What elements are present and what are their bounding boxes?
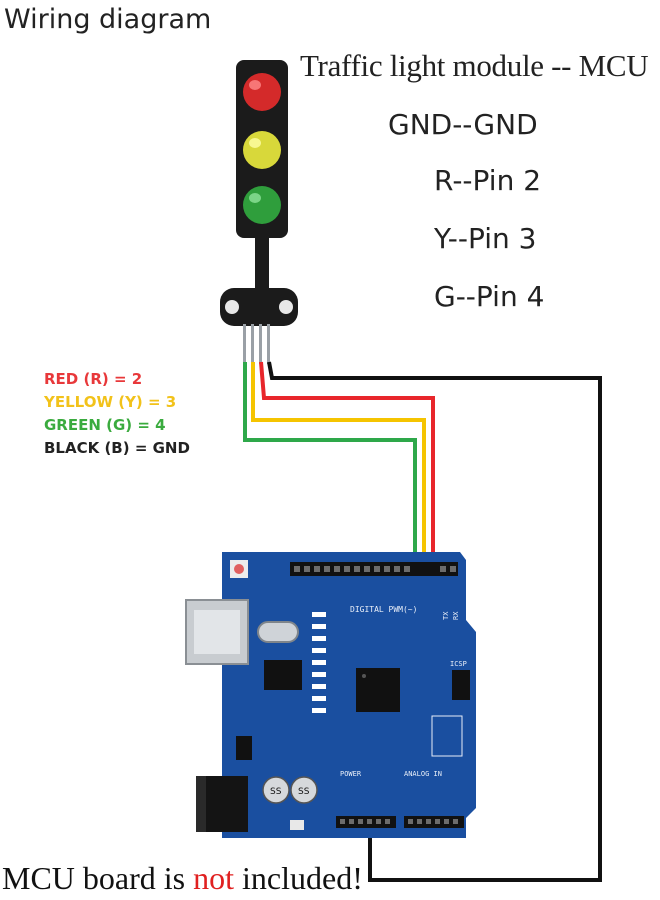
legend-red: RED (R) = 2 (44, 370, 143, 388)
analog-label: ANALOG IN (404, 770, 442, 778)
note-emphasis: not (193, 860, 234, 896)
green-wire (243, 362, 417, 560)
legend-yellow: YELLOW (Y) = 3 (44, 393, 177, 411)
svg-text:SS: SS (298, 787, 310, 797)
reset-button-icon (234, 564, 244, 574)
black-wire (267, 361, 602, 882)
svg-text:SS: SS (270, 787, 282, 797)
diagram-title: Wiring diagram (4, 4, 212, 35)
legend-black: BLACK (B) = GND (44, 439, 190, 457)
mcu-board: DIGITAL PWM(~) TX RX ICSP SS SS (185, 552, 476, 838)
note-suffix: included! (234, 860, 363, 896)
power-label: POWER (340, 770, 362, 778)
yellow-wire (251, 362, 426, 560)
legend-green: GREEN (G) = 4 (44, 416, 166, 434)
wire-legend: RED (R) = 2 YELLOW (Y) = 3 GREEN (G) = 4… (44, 368, 190, 460)
traffic-light-module (220, 60, 298, 364)
digital-label: DIGITAL PWM(~) (350, 605, 417, 614)
mapping-green: G--Pin 4 (434, 280, 545, 313)
green-led-icon (243, 186, 281, 224)
note-prefix: MCU board is (2, 860, 194, 896)
red-led-icon (243, 73, 281, 111)
yellow-led-icon (243, 131, 281, 169)
mapping-yellow: Y--Pin 3 (434, 222, 537, 255)
mapping-gnd: GND--GND (388, 108, 538, 141)
rx-label: RX (452, 611, 460, 620)
tx-label: TX (442, 611, 450, 620)
connection-heading: Traffic light module -- MCU (300, 48, 649, 83)
icsp-label: ICSP (450, 660, 467, 668)
red-wire (259, 361, 435, 560)
disclaimer-note: MCU board is not included! (2, 860, 363, 897)
wires (243, 361, 602, 882)
mapping-red: R--Pin 2 (434, 164, 542, 197)
